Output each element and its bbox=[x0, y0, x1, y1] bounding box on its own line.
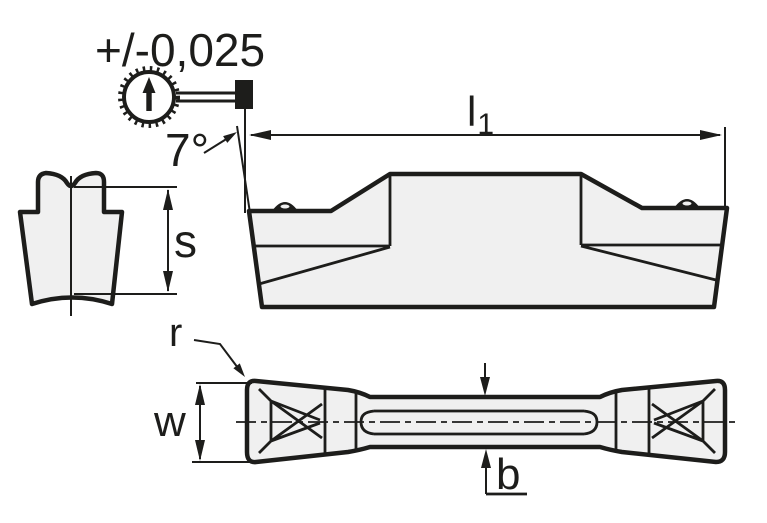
angle-leader-line bbox=[203, 137, 229, 154]
angle-annotation: 7° bbox=[165, 109, 251, 214]
w-arrowhead-bottom bbox=[195, 440, 205, 461]
dim-b: b bbox=[480, 363, 527, 499]
dial-needle-shaft bbox=[146, 91, 152, 111]
dim-s: s bbox=[74, 186, 197, 295]
b-arrowhead-top bbox=[480, 377, 490, 396]
dim-w: w bbox=[153, 382, 252, 463]
w-arrowhead-top bbox=[195, 384, 205, 405]
angle-label: 7° bbox=[165, 124, 209, 176]
dial-contact-block bbox=[235, 80, 253, 109]
right-bump-highlight bbox=[682, 201, 692, 206]
cross-section-view bbox=[17, 170, 125, 316]
angled-edge-line bbox=[236, 125, 251, 214]
dial-indicator-icon bbox=[118, 66, 253, 128]
left-bump-highlight bbox=[280, 204, 290, 209]
angle-arrowhead bbox=[223, 132, 237, 143]
b-label: b bbox=[496, 450, 520, 499]
left-chipformer-pattern bbox=[258, 388, 323, 454]
dial-needle-head bbox=[142, 77, 156, 93]
l1-arrowhead-right bbox=[700, 130, 722, 140]
radius-annotation: r bbox=[169, 311, 245, 377]
dial-stem bbox=[176, 91, 235, 103]
l1-arrowhead-left bbox=[249, 130, 271, 140]
r-arrowhead bbox=[233, 363, 245, 377]
dim-l1: l1 bbox=[249, 88, 726, 211]
l1-label: l1 bbox=[467, 88, 494, 141]
b-arrowhead-bottom bbox=[481, 449, 491, 468]
top-view bbox=[236, 378, 740, 465]
l1-label-base: l bbox=[467, 88, 476, 135]
s-arrowhead-bottom bbox=[163, 271, 173, 292]
side-view-main bbox=[246, 171, 730, 310]
l1-label-subscript: 1 bbox=[477, 108, 494, 141]
top-view-outline bbox=[244, 378, 728, 465]
r-label: r bbox=[169, 311, 182, 355]
side-view-outline bbox=[246, 171, 730, 310]
w-label: w bbox=[153, 397, 186, 446]
s-label: s bbox=[174, 215, 197, 267]
r-leader-line bbox=[193, 339, 239, 369]
tolerance-label: +/-0,025 bbox=[95, 24, 265, 76]
seat-slot-contour bbox=[359, 409, 599, 436]
dial-tick-ring bbox=[118, 66, 180, 128]
side-view-edge-lines bbox=[254, 176, 720, 286]
s-arrowhead-top bbox=[163, 189, 173, 210]
